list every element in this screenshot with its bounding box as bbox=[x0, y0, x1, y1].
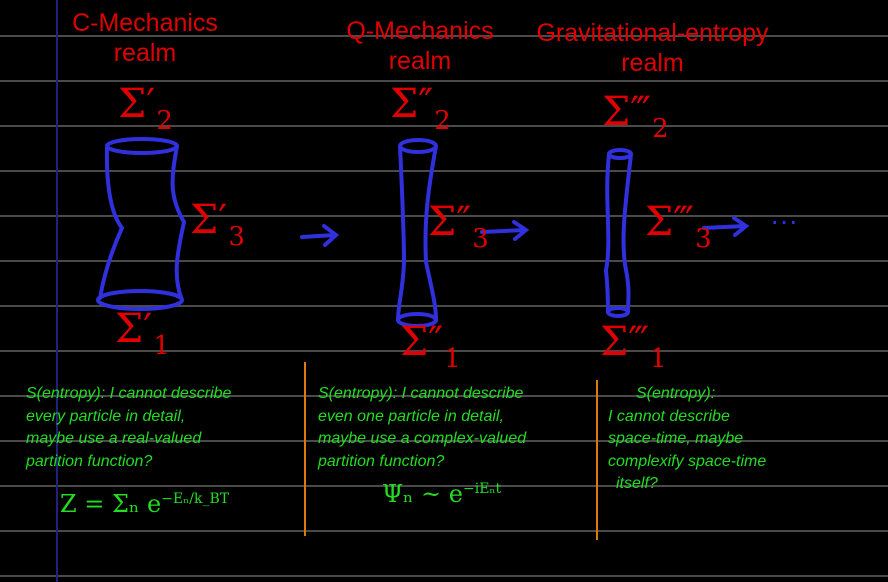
column-divider bbox=[304, 362, 306, 536]
equation-base: Ψₙ ~ e bbox=[382, 480, 463, 508]
sigma-2-gravitational: Σ‴2 bbox=[602, 88, 669, 142]
ruled-line bbox=[0, 215, 888, 217]
arrow-1 bbox=[300, 224, 340, 247]
note-line: I cannot describe bbox=[608, 407, 730, 425]
ruled-line bbox=[0, 440, 888, 442]
sigma-symbol: Σ′ bbox=[190, 197, 228, 243]
note-gravitational: S(entropy): I cannot describe space-time, … bbox=[608, 383, 766, 496]
sigma-subscript: 2 bbox=[434, 106, 451, 136]
title-line: Gravitational-entropy bbox=[536, 19, 769, 47]
sigma-subscript: 2 bbox=[156, 106, 173, 136]
equation-quantum: Ψₙ ~ e−iEₙt bbox=[382, 480, 501, 508]
arrow-3 bbox=[702, 216, 750, 237]
ruled-line bbox=[0, 305, 888, 307]
note-line: S(entropy): bbox=[636, 385, 716, 402]
sigma-symbol: Σ‴ bbox=[645, 199, 695, 245]
sigma-symbol: Σ″ bbox=[400, 319, 444, 365]
title-line: C-Mechanics bbox=[72, 9, 218, 37]
note-line: space-time, maybe bbox=[608, 430, 744, 447]
tube-quantum bbox=[396, 138, 438, 328]
equation-classical: Z = Σₙ e−Eₙ/k_BT bbox=[60, 490, 229, 518]
ruled-line bbox=[0, 35, 888, 37]
sigma-2-quantum: Σ″2 bbox=[390, 80, 451, 134]
sigma-3-classical: Σ′3 bbox=[190, 196, 245, 250]
sigma-1-gravitational: Σ‴1 bbox=[600, 318, 667, 372]
sigma-symbol: Σ″ bbox=[428, 199, 472, 245]
title-line: realm bbox=[113, 39, 177, 67]
ruled-line bbox=[0, 170, 888, 172]
ruled-line bbox=[0, 125, 888, 127]
note-line: complexify space-time bbox=[608, 452, 767, 470]
equation-base: Z = Σₙ e bbox=[60, 490, 162, 518]
note-line: S(entropy): I cannot describe bbox=[26, 385, 232, 402]
realm-title-classical: C-Mechanics realm bbox=[40, 8, 250, 68]
sigma-subscript: 3 bbox=[472, 224, 489, 254]
equation-exponent: −Eₙ/k_BT bbox=[161, 491, 230, 507]
realm-title-gravitational: Gravitational-entropy realm bbox=[515, 18, 790, 78]
note-line: maybe use a real-valued bbox=[26, 430, 202, 447]
note-line: even one particle in detail, bbox=[318, 407, 504, 425]
note-line: partition function? bbox=[26, 452, 153, 470]
sigma-symbol: Σ′ bbox=[115, 306, 153, 352]
note-line: itself? bbox=[616, 475, 658, 492]
sigma-subscript: 3 bbox=[228, 222, 245, 252]
note-line: partition function? bbox=[318, 452, 445, 470]
ruled-line bbox=[0, 575, 888, 577]
sigma-3-gravitational: Σ‴3 bbox=[645, 198, 712, 252]
ruled-line bbox=[0, 395, 888, 397]
sigma-subscript: 3 bbox=[695, 224, 712, 254]
sigma-1-classical: Σ′1 bbox=[115, 305, 170, 359]
title-line: realm bbox=[621, 49, 684, 77]
ellipsis: ··· bbox=[770, 205, 798, 236]
sigma-1-quantum: Σ″1 bbox=[400, 318, 461, 372]
title-line: Q-Mechanics bbox=[346, 17, 494, 45]
sigma-subscript: 1 bbox=[650, 344, 667, 374]
tube-gravitational bbox=[603, 148, 633, 318]
note-line: maybe use a complex-valued bbox=[318, 430, 527, 447]
tube-classical bbox=[96, 137, 187, 311]
column-divider bbox=[596, 380, 598, 540]
sigma-symbol: Σ‴ bbox=[602, 89, 652, 135]
realm-title-quantum: Q-Mechanics realm bbox=[320, 16, 520, 76]
note-line: S(entropy): I cannot describe bbox=[318, 385, 524, 402]
ruled-line bbox=[0, 485, 888, 487]
sigma-symbol: Σ‴ bbox=[600, 319, 650, 365]
note-quantum: S(entropy): I cannot describe even one pa… bbox=[318, 383, 526, 473]
sigma-2-classical: Σ′2 bbox=[118, 80, 173, 134]
ruled-line bbox=[0, 530, 888, 532]
sigma-symbol: Σ′ bbox=[118, 81, 156, 127]
sigma-subscript: 1 bbox=[153, 331, 170, 361]
note-classical: S(entropy): I cannot describe every parti… bbox=[26, 383, 231, 473]
ruled-line bbox=[0, 350, 888, 352]
ruled-line bbox=[0, 260, 888, 262]
title-line: realm bbox=[388, 47, 452, 75]
arrow-2 bbox=[480, 220, 530, 241]
sigma-subscript: 2 bbox=[652, 114, 669, 144]
note-line: every particle in detail, bbox=[26, 407, 186, 425]
margin-line bbox=[56, 0, 58, 582]
sigma-subscript: 1 bbox=[444, 344, 461, 374]
ruled-line bbox=[0, 80, 888, 82]
sigma-symbol: Σ″ bbox=[390, 81, 434, 127]
sigma-3-quantum: Σ″3 bbox=[428, 198, 489, 252]
equation-exponent: −iEₙt bbox=[463, 481, 502, 497]
